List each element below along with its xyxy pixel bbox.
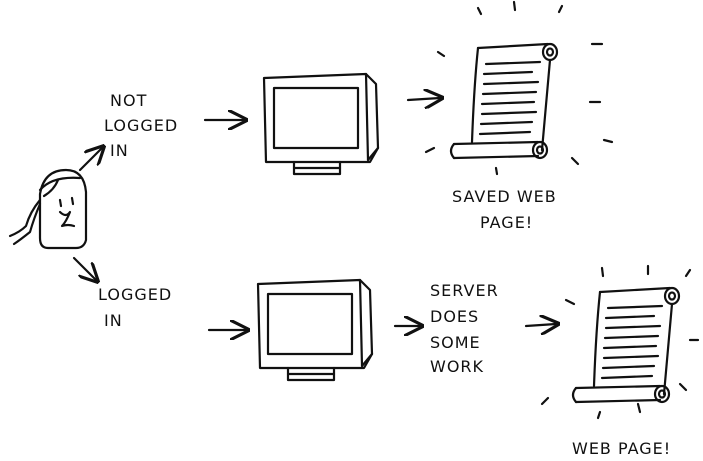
computer-monitor-icon (258, 280, 372, 380)
computer-monitor-icon (264, 74, 378, 174)
scroll-page-icon (451, 44, 557, 158)
sparkle-lines (426, 2, 612, 174)
arrow-to-logged-in (74, 258, 96, 280)
arrow-to-not-logged-in (80, 148, 102, 170)
server-does-some-work-label: SERVER DOES SOME WORK (430, 281, 505, 376)
not-logged-in-label: NOT LOGGED IN (104, 91, 184, 160)
user-face-icon (10, 170, 86, 248)
logged-in-label: LOGGED IN (98, 285, 178, 330)
arrow-bottom-3 (526, 324, 556, 326)
web-page-label: WEB PAGE! (572, 439, 671, 458)
saved-web-page-label: SAVED WEB PAGE! (452, 187, 563, 232)
scroll-page-icon (573, 288, 679, 402)
arrow-top-2 (408, 98, 440, 100)
